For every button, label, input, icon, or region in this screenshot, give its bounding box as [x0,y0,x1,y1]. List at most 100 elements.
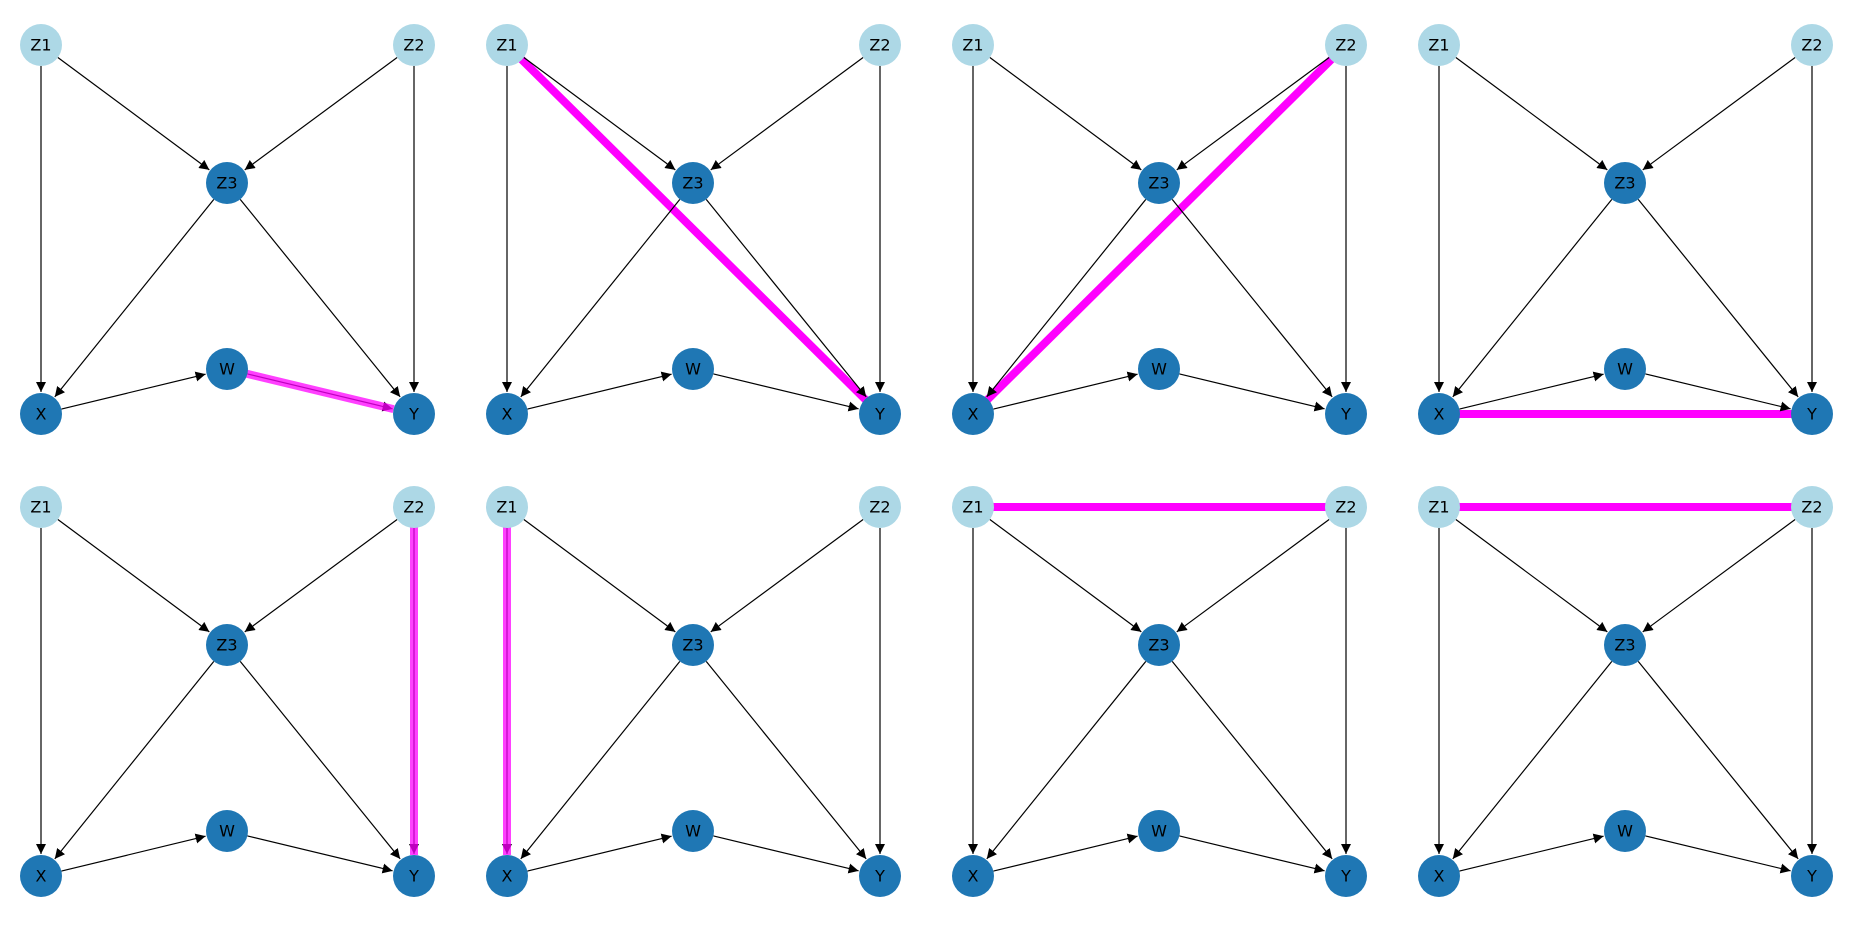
edge-z2-z3 [1176,518,1330,633]
node-label-y: Y [1340,867,1351,886]
node-label-x: X [36,867,47,886]
node-label-z1: Z1 [1428,498,1449,517]
edge-x-w [1459,833,1604,872]
edge-z3-x [986,660,1147,860]
node-w [1604,348,1646,390]
edge-z3-x [520,198,681,398]
node-label-x: X [1434,867,1445,886]
node-z3 [1138,624,1180,666]
node-label-w: W [1617,360,1633,379]
node-label-x: X [968,867,979,886]
node-z1 [20,486,62,528]
node-z3 [206,162,248,204]
node-z3 [672,624,714,666]
node-z2 [1325,24,1367,66]
edge-z3-y [239,198,401,398]
edge-z2-z3 [1642,56,1796,171]
node-z1 [1418,486,1460,528]
edge-x-w [527,371,672,410]
edge-z2-z3 [1642,518,1796,633]
edge-w-y [247,835,393,874]
edge-x-w [993,833,1138,872]
node-label-z1: Z1 [496,36,517,55]
node-z3 [1604,162,1646,204]
node-label-x: X [36,405,47,424]
edge-z3-y [705,660,867,860]
node-label-z3: Z3 [682,636,703,655]
node-label-x: X [502,867,513,886]
node-y [1325,393,1367,435]
node-label-z2: Z2 [1335,36,1356,55]
edge-z2-z3 [710,56,864,171]
node-z2 [393,24,435,66]
edge-z3-x [1452,198,1613,398]
edge-w-y [713,373,859,412]
node-label-x: X [968,405,979,424]
node-z1 [486,24,528,66]
edge-z3-y [1171,660,1333,860]
edge-w-y [1645,373,1791,412]
node-label-z3: Z3 [1614,636,1635,655]
node-label-z3: Z3 [1614,174,1635,193]
node-label-w: W [219,822,235,841]
node-w [1138,348,1180,390]
highlight-z2-x [975,47,1344,412]
node-w [672,810,714,852]
edge-z3-x [986,198,1147,398]
node-x [486,855,528,897]
edge-x-w [1459,371,1604,410]
node-label-z3: Z3 [1148,174,1169,193]
node-label-w: W [1617,822,1633,841]
edge-z2-z3 [710,518,864,633]
node-label-z2: Z2 [869,498,890,517]
node-label-z3: Z3 [216,636,237,655]
edge-w-y [1179,835,1325,874]
node-label-z1: Z1 [962,498,983,517]
node-label-z2: Z2 [1801,36,1822,55]
node-label-w: W [1151,822,1167,841]
node-x [1418,855,1460,897]
node-label-y: Y [408,405,419,424]
edge-z3-x [54,198,215,398]
edge-z3-y [239,660,401,860]
node-y [1791,855,1833,897]
edge-z3-y [1637,198,1799,398]
edge-z1-z3 [57,57,210,171]
node-label-z1: Z1 [30,498,51,517]
node-label-z2: Z2 [1335,498,1356,517]
node-z2 [1791,24,1833,66]
edge-z1-z3 [1455,519,1608,633]
node-w [206,348,248,390]
highlight-w-y [244,369,395,413]
node-z2 [859,24,901,66]
edge-w-y [1645,835,1791,874]
edge-w-y [713,835,859,874]
node-y [393,393,435,435]
node-x [1418,393,1460,435]
node-label-y: Y [874,405,885,424]
edge-z1-z3 [523,57,676,171]
edge-z3-y [1171,198,1333,398]
node-z1 [952,486,994,528]
node-label-z1: Z1 [962,36,983,55]
node-w [672,348,714,390]
edge-z1-z3 [989,57,1142,171]
node-z1 [952,24,994,66]
node-label-z1: Z1 [496,498,517,517]
edge-z2-z3 [244,56,398,171]
node-z3 [1138,162,1180,204]
node-label-z3: Z3 [682,174,703,193]
node-x [20,855,62,897]
node-x [486,393,528,435]
edge-x-w [993,371,1138,410]
node-label-z3: Z3 [216,174,237,193]
node-w [206,810,248,852]
node-label-w: W [219,360,235,379]
edge-x-w [61,833,206,872]
node-w [1604,810,1646,852]
edge-z3-x [54,660,215,860]
